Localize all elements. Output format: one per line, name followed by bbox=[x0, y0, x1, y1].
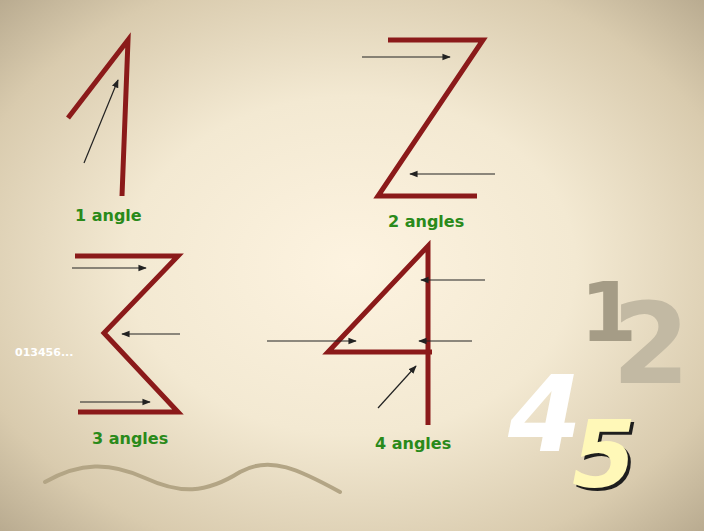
decor-digit: 5 bbox=[572, 410, 636, 502]
digit-four bbox=[328, 246, 432, 425]
angle-arrow bbox=[267, 340, 356, 341]
wavy-line bbox=[45, 465, 340, 492]
digit-sequence: 013456... bbox=[15, 347, 73, 359]
digit-one bbox=[68, 40, 128, 196]
decor-digit: 4 bbox=[508, 362, 582, 468]
angle-count: 3 angles bbox=[92, 430, 168, 448]
angle-count: 4 angles bbox=[375, 435, 451, 453]
angle-count: 1 angle bbox=[75, 207, 142, 225]
angle-arrow bbox=[72, 267, 146, 268]
angle-count: 2 angles bbox=[388, 213, 464, 231]
angle-arrow bbox=[122, 333, 180, 334]
decor-digit: 2 bbox=[612, 288, 690, 400]
angle-arrow bbox=[80, 401, 150, 402]
angle-arrow bbox=[421, 279, 485, 280]
angle-arrow bbox=[378, 366, 416, 408]
angle-arrow bbox=[362, 56, 450, 57]
angle-arrow bbox=[84, 80, 118, 163]
angle-arrow bbox=[419, 340, 472, 341]
digit-two bbox=[378, 40, 483, 196]
angle-arrow bbox=[410, 173, 495, 174]
